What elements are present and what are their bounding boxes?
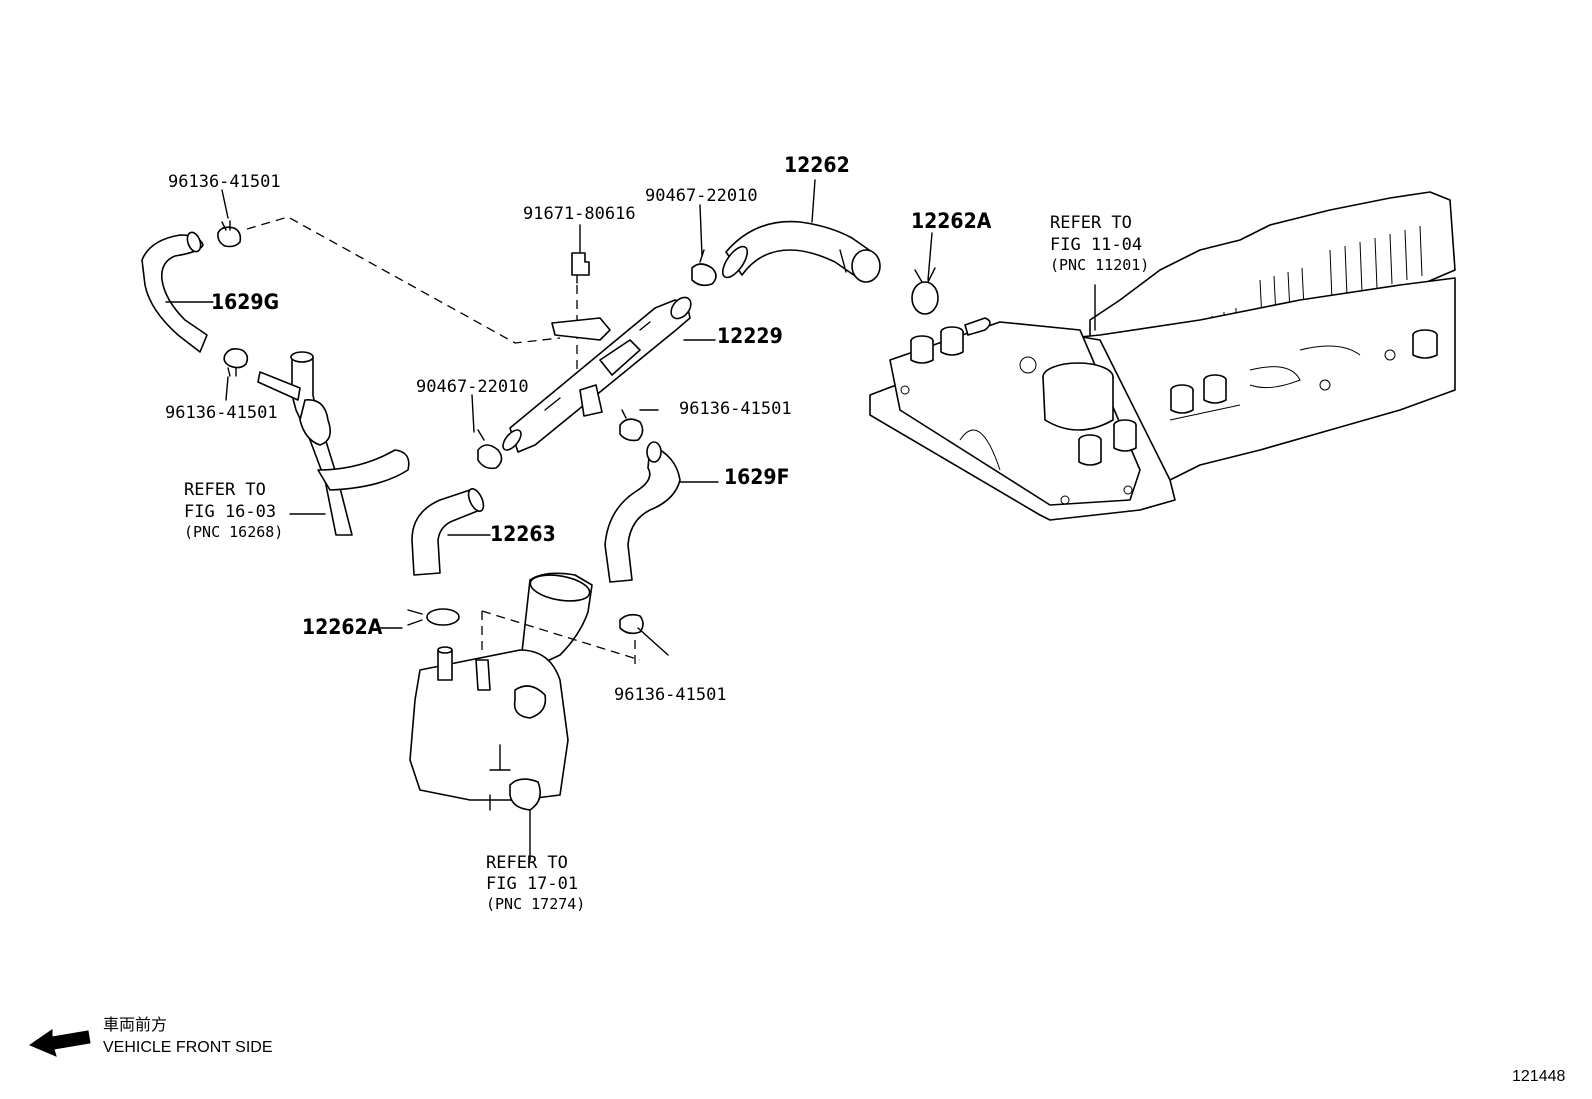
ref-fig-16-03-line3: (PNC 16268) bbox=[184, 523, 283, 541]
bolt-drawing bbox=[571, 252, 590, 380]
label-hose-1629f: 1629F bbox=[724, 465, 790, 489]
label-clip-upper: 90467-22010 bbox=[645, 186, 758, 206]
label-clamp-left-mid: 96136-41501 bbox=[165, 403, 278, 423]
ref-fig-17-01-line3: (PNC 17274) bbox=[486, 895, 585, 913]
label-clamp-bottom: 96136-41501 bbox=[614, 685, 727, 705]
water-outlet-17274-drawing bbox=[409, 572, 641, 811]
figure-number: 121448 bbox=[1512, 1068, 1565, 1085]
left-arrow-icon bbox=[28, 1029, 91, 1057]
clip-upper-drawing bbox=[691, 249, 717, 287]
water-pipe-16268-drawing bbox=[257, 351, 410, 536]
legend-english: VEHICLE FRONT SIDE bbox=[103, 1039, 273, 1056]
ref-fig-11-04-line1: REFER TO bbox=[1050, 213, 1132, 233]
plug-12262a-upper-drawing bbox=[911, 267, 939, 315]
plug-12262a-lower-drawing bbox=[407, 608, 460, 626]
ref-fig-17-01-line1: REFER TO bbox=[486, 853, 568, 873]
label-hose-12263: 12263 bbox=[490, 522, 556, 546]
leader-lines bbox=[165, 179, 1096, 861]
label-hose-1629g: 1629G bbox=[211, 290, 279, 314]
label-clamp-top-left: 96136-41501 bbox=[168, 172, 281, 192]
label-clamp-right-mid: 96136-41501 bbox=[679, 399, 792, 419]
label-bolt: 91671-80616 bbox=[523, 204, 636, 224]
label-clip-lower: 90467-22010 bbox=[416, 377, 529, 397]
ref-fig-11-04-line3: (PNC 11201) bbox=[1050, 256, 1149, 274]
cylinder-head-cover-drawing bbox=[869, 191, 1456, 521]
hose-12263-drawing bbox=[411, 488, 485, 576]
label-plug-12262a-upper: 12262A bbox=[911, 209, 992, 233]
pipe-12229-drawing bbox=[502, 296, 692, 453]
label-plug-12262a-lower: 12262A bbox=[302, 615, 383, 639]
label-pipe-12229: 12229 bbox=[717, 324, 783, 348]
ref-fig-17-01-line2: FIG 17-01 bbox=[486, 874, 578, 894]
clip-lower-drawing bbox=[477, 429, 503, 470]
hose-12262-drawing bbox=[721, 220, 881, 283]
hose-1629g-drawing bbox=[141, 220, 249, 377]
ref-fig-16-03-line1: REFER TO bbox=[184, 480, 266, 500]
hose-1629f-drawing bbox=[604, 409, 681, 635]
ref-fig-11-04-line2: FIG 11-04 bbox=[1050, 235, 1142, 255]
label-hose-12262: 12262 bbox=[784, 153, 850, 177]
vehicle-front-legend: 車両前方 VEHICLE FRONT SIDE bbox=[28, 1016, 273, 1057]
ref-fig-16-03-line2: FIG 16-03 bbox=[184, 502, 276, 522]
legend-japanese: 車両前方 bbox=[103, 1016, 167, 1034]
